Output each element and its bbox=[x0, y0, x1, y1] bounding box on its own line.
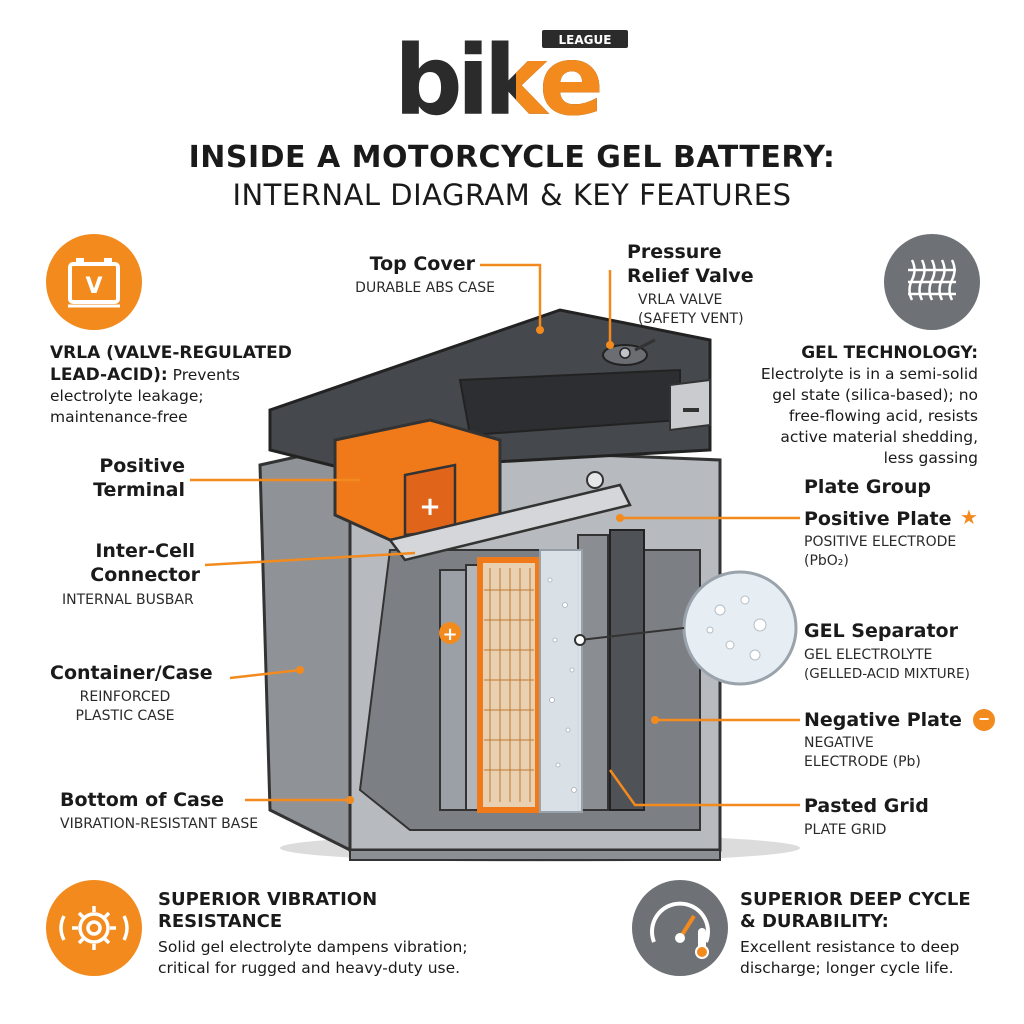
vrla-text-3: maintenance-free bbox=[50, 408, 188, 426]
deep-cycle-text-1: Excellent resistance to deep bbox=[740, 938, 960, 956]
label-positive-plate: Positive Plate bbox=[804, 508, 952, 530]
label-plate-group: Plate Group bbox=[804, 476, 931, 498]
sub-gel-separator-1: GEL ELECTROLYTE bbox=[804, 647, 933, 663]
gel-text-3: free-flowing acid, resists bbox=[788, 407, 978, 425]
gel-magnifier bbox=[682, 570, 798, 686]
bike-league-logo: LEAGUE bike bbox=[394, 25, 628, 124]
label-pressure-relief-1: Pressure bbox=[627, 241, 722, 263]
page-title: INSIDE A MOTORCYCLE GEL BATTERY: bbox=[188, 140, 836, 175]
star-icon: ★ bbox=[960, 507, 978, 529]
label-negative-plate: Negative Plate bbox=[804, 709, 962, 731]
sub-pressure-relief-1: VRLA VALVE bbox=[638, 292, 723, 308]
vrla-heading-1: VRLA (VALVE-REGULATED bbox=[50, 343, 292, 363]
pasted-grid bbox=[477, 557, 541, 813]
label-gel-separator: GEL Separator bbox=[804, 620, 958, 642]
sub-top-cover: DURABLE ABS CASE bbox=[355, 280, 495, 296]
vrla-heading-2: LEAD-ACID): bbox=[50, 365, 168, 385]
vibration-text-1: Solid gel electrolyte dampens vibration; bbox=[158, 938, 468, 956]
negative-terminal bbox=[669, 378, 711, 432]
sub-negative-plate-1: NEGATIVE bbox=[804, 735, 874, 751]
sub-negative-plate-2: ELECTRODE (Pb) bbox=[804, 754, 921, 770]
svg-text:V: V bbox=[85, 274, 102, 299]
sub-pasted-grid: PLATE GRID bbox=[804, 822, 887, 838]
gauge-thermometer-icon bbox=[632, 880, 728, 976]
deep-cycle-text-2: discharge; longer cycle life. bbox=[740, 959, 954, 977]
sub-container-1: REINFORCED bbox=[79, 689, 171, 705]
label-inter-cell-2: Connector bbox=[90, 564, 200, 586]
vibration-gear-icon bbox=[46, 880, 142, 976]
vibration-heading-2: RESISTANCE bbox=[158, 911, 283, 932]
label-top-cover: Top Cover bbox=[369, 253, 475, 275]
logo-word: bike bbox=[394, 25, 600, 124]
sub-pressure-relief-2: (SAFETY VENT) bbox=[638, 311, 744, 327]
sub-bottom-case: VIBRATION-RESISTANT BASE bbox=[60, 816, 259, 832]
gel-heading: GEL TECHNOLOGY: bbox=[801, 343, 978, 363]
sub-inter-cell: INTERNAL BUSBAR bbox=[62, 592, 194, 608]
gel-text-2: gel state (silica-based); no bbox=[772, 386, 978, 404]
page-subtitle: INTERNAL DIAGRAM & KEY FEATURES bbox=[232, 178, 792, 212]
negative-plate bbox=[609, 529, 645, 811]
sub-gel-separator-2: (GELLED-ACID MIXTURE) bbox=[804, 666, 970, 682]
vibration-heading-1: SUPERIOR VIBRATION bbox=[158, 889, 378, 910]
deep-cycle-heading-2: & DURABILITY: bbox=[740, 911, 889, 932]
deep-cycle-heading-1: SUPERIOR DEEP CYCLE bbox=[740, 889, 971, 910]
gel-text-5: less gassing bbox=[883, 449, 978, 467]
vrla-text-1: Prevents bbox=[167, 366, 240, 384]
battery-cutaway-diagram: + + bbox=[258, 308, 800, 862]
vrla-heading-row: LEAD-ACID): Prevents bbox=[50, 364, 350, 386]
gel-text-1: Electrolyte is in a semi-solid bbox=[760, 365, 978, 383]
label-pasted-grid: Pasted Grid bbox=[804, 795, 929, 817]
label-bottom-case: Bottom of Case bbox=[60, 789, 225, 811]
vrla-text-2: electrolyte leakage; bbox=[50, 387, 204, 405]
svg-text:+: + bbox=[442, 624, 457, 645]
bottom-of-case bbox=[349, 849, 721, 861]
vibration-text-2: critical for rugged and heavy-duty use. bbox=[158, 959, 461, 977]
svg-text:+: + bbox=[419, 492, 441, 522]
battery-icon: V bbox=[46, 234, 142, 330]
label-positive-terminal-1: Positive bbox=[99, 455, 185, 477]
sub-positive-plate-1: POSITIVE ELECTRODE bbox=[804, 534, 957, 550]
logo-orange-part: bike bbox=[516, 42, 634, 122]
svg-text:bike: bike bbox=[516, 42, 600, 122]
label-pressure-relief-2: Relief Valve bbox=[627, 265, 754, 287]
label-container: Container/Case bbox=[50, 662, 213, 684]
gel-separator bbox=[539, 549, 583, 813]
sub-container-2: PLASTIC CASE bbox=[75, 708, 175, 724]
gel-mesh-icon bbox=[884, 234, 980, 330]
gel-text-4: active material shedding, bbox=[780, 428, 978, 446]
logo-badge: LEAGUE bbox=[559, 33, 612, 47]
minus-icon: − bbox=[973, 709, 995, 731]
label-inter-cell-1: Inter-Cell bbox=[95, 540, 195, 562]
label-positive-terminal-2: Terminal bbox=[93, 479, 185, 501]
sub-positive-plate-2: (PbO₂) bbox=[804, 553, 849, 569]
